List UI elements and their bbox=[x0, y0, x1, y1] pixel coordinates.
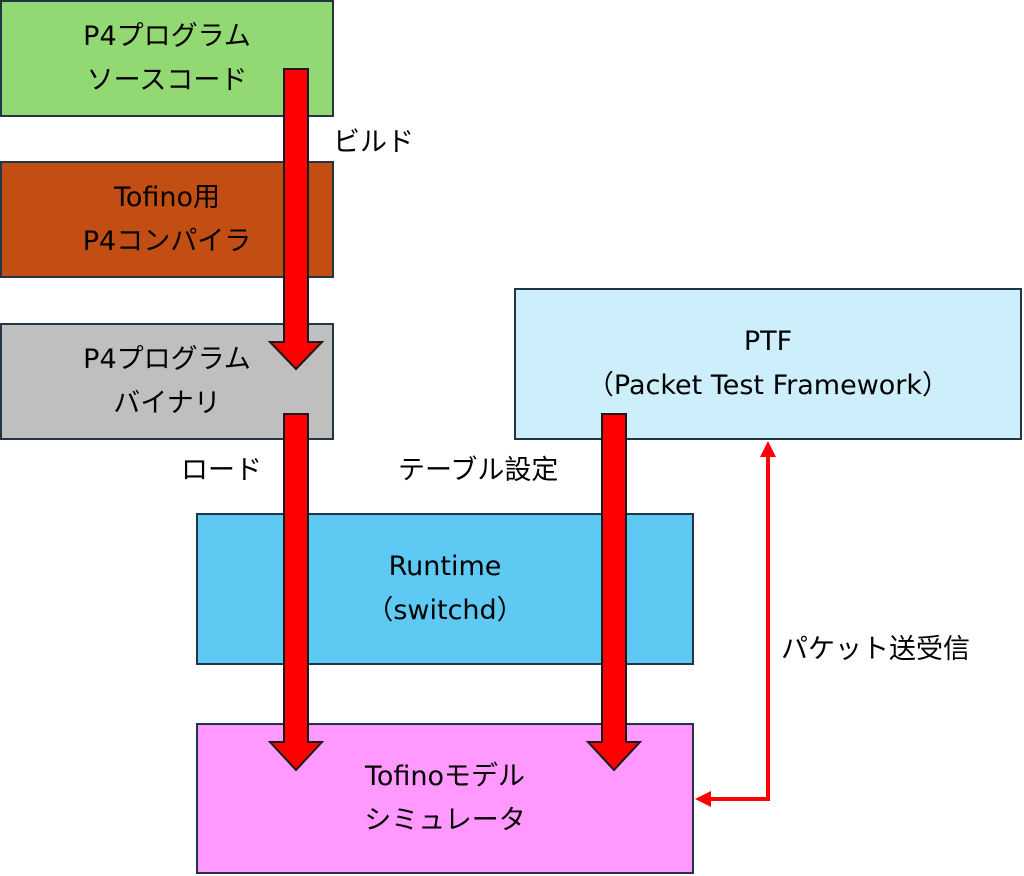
runtime-line-2: （switchd） bbox=[366, 595, 524, 626]
load-label: ロード bbox=[181, 455, 262, 486]
ptf-box: PTF （Packet Test Framework） bbox=[514, 288, 1022, 440]
runtime-line-1: Runtime bbox=[388, 551, 502, 582]
build-arrow bbox=[267, 68, 325, 371]
tofino-compiler-line-1: Tofino用 bbox=[113, 181, 221, 213]
packet-io-arrowhead-left bbox=[695, 791, 711, 807]
load-arrow bbox=[267, 413, 325, 772]
p4-binary-line-2: バイナリ bbox=[113, 387, 221, 419]
tofino-compiler-box: Tofino用 P4コンパイラ bbox=[0, 161, 334, 278]
tofino-compiler-line-2: P4コンパイラ bbox=[82, 225, 252, 257]
ptf-line-2: （Packet Test Framework） bbox=[586, 370, 950, 401]
p4-source-code-line-2: ソースコード bbox=[86, 64, 248, 96]
p4-binary-line-1: P4プログラム bbox=[83, 343, 251, 375]
p4-source-code-box: P4プログラム ソースコード bbox=[0, 0, 334, 117]
packet-io-arrowhead-up bbox=[760, 441, 776, 457]
table-config-arrow bbox=[585, 413, 643, 772]
packet-io-connector bbox=[709, 455, 770, 801]
tofino-model-line-1: Tofinoモデル bbox=[364, 760, 526, 792]
packet-io-label: パケット送受信 bbox=[781, 634, 970, 665]
tofino-model-line-2: シミュレータ bbox=[364, 804, 526, 836]
build-label: ビルド bbox=[333, 127, 414, 158]
table-config-label: テーブル設定 bbox=[398, 455, 559, 486]
ptf-line-1: PTF bbox=[743, 326, 793, 357]
p4-source-code-line-1: P4プログラム bbox=[83, 20, 251, 52]
